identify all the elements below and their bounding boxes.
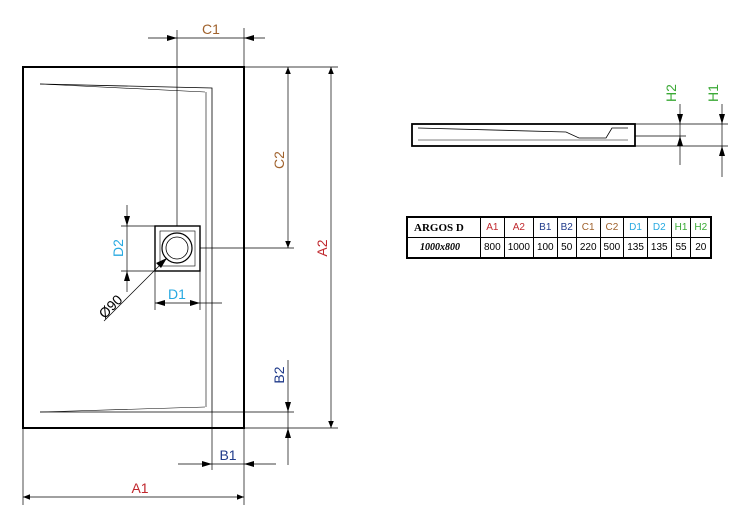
diameter-label: Ø90 — [95, 291, 125, 321]
tray-top-view — [22, 66, 245, 429]
diameter-arrowhead — [156, 258, 167, 268]
value-c2: 500 — [599, 237, 625, 259]
drain — [154, 225, 201, 272]
value-b2: 50 — [556, 237, 577, 259]
header-d2: D2 — [646, 216, 672, 238]
tray-slope-line-bottom — [39, 406, 206, 413]
b2-arrowhead-top — [285, 402, 291, 412]
c1-arrowhead-left — [167, 35, 177, 41]
d2-arrowhead-top — [124, 216, 130, 226]
b2-arrowhead-bottom — [285, 428, 291, 438]
h1-arrowhead-bottom — [719, 146, 725, 156]
header-b1: B1 — [532, 216, 558, 238]
table-header-row: ARGOS D A1 A2 B1 B2 C1 C2 D1 D2 H1 H2 — [406, 216, 712, 238]
header-a2: A2 — [503, 216, 534, 238]
value-d2: 135 — [646, 237, 672, 259]
header-c2: C2 — [599, 216, 625, 238]
tray-side-view — [411, 123, 636, 147]
d1-arrowhead-right — [190, 300, 200, 306]
value-a2: 1000 — [503, 237, 534, 259]
value-d1: 135 — [623, 237, 648, 259]
a1-label: A1 — [131, 480, 148, 496]
model-name: ARGOS D — [406, 216, 481, 238]
h2-arrowhead-bottom — [677, 136, 683, 146]
drain-inner-frame — [159, 230, 196, 267]
dimension-table: ARGOS D A1 A2 B1 B2 C1 C2 D1 D2 H1 H2 10… — [406, 216, 713, 259]
tray-outer-outline — [22, 66, 245, 429]
b1-arrowhead-left — [202, 461, 212, 467]
h1-arrowhead-top — [719, 114, 725, 124]
h2-arrowhead-top — [677, 114, 683, 124]
header-c1: C1 — [575, 216, 601, 238]
header-h2: H2 — [690, 216, 712, 238]
b1-label: B1 — [219, 447, 236, 463]
d2-arrowhead-bottom — [124, 271, 130, 281]
d1-arrowhead-left — [155, 300, 165, 306]
h2-label: H2 — [663, 84, 679, 102]
c1-label: C1 — [202, 21, 220, 37]
d1-label: D1 — [168, 286, 186, 302]
value-h2: 20 — [690, 237, 712, 259]
side-view-slope-profile — [417, 127, 628, 139]
header-d1: D1 — [623, 216, 648, 238]
drain-inner-ring — [165, 236, 189, 260]
table-row: 1000x800 800 1000 100 50 220 500 135 135… — [406, 237, 712, 259]
header-h1: H1 — [670, 216, 692, 238]
c1-arrowhead-right — [244, 35, 254, 41]
a2-label: A2 — [314, 239, 330, 256]
d2-label: D2 — [110, 239, 126, 257]
value-h1: 55 — [670, 237, 692, 259]
b2-label: B2 — [271, 366, 287, 383]
tray-slope-line-top — [39, 83, 206, 93]
size-label: 1000x800 — [406, 237, 481, 259]
side-view-outline — [411, 123, 636, 147]
value-a1: 800 — [480, 237, 505, 259]
header-a1: A1 — [480, 216, 505, 238]
header-b2: B2 — [556, 216, 577, 238]
h1-label: H1 — [705, 84, 721, 102]
value-c1: 220 — [575, 237, 601, 259]
diameter-leader-line — [103, 257, 168, 322]
value-b1: 100 — [532, 237, 558, 259]
tray-inner-rim — [39, 83, 213, 413]
b1-arrowhead-right — [244, 461, 254, 467]
c2-label: C2 — [271, 151, 287, 169]
